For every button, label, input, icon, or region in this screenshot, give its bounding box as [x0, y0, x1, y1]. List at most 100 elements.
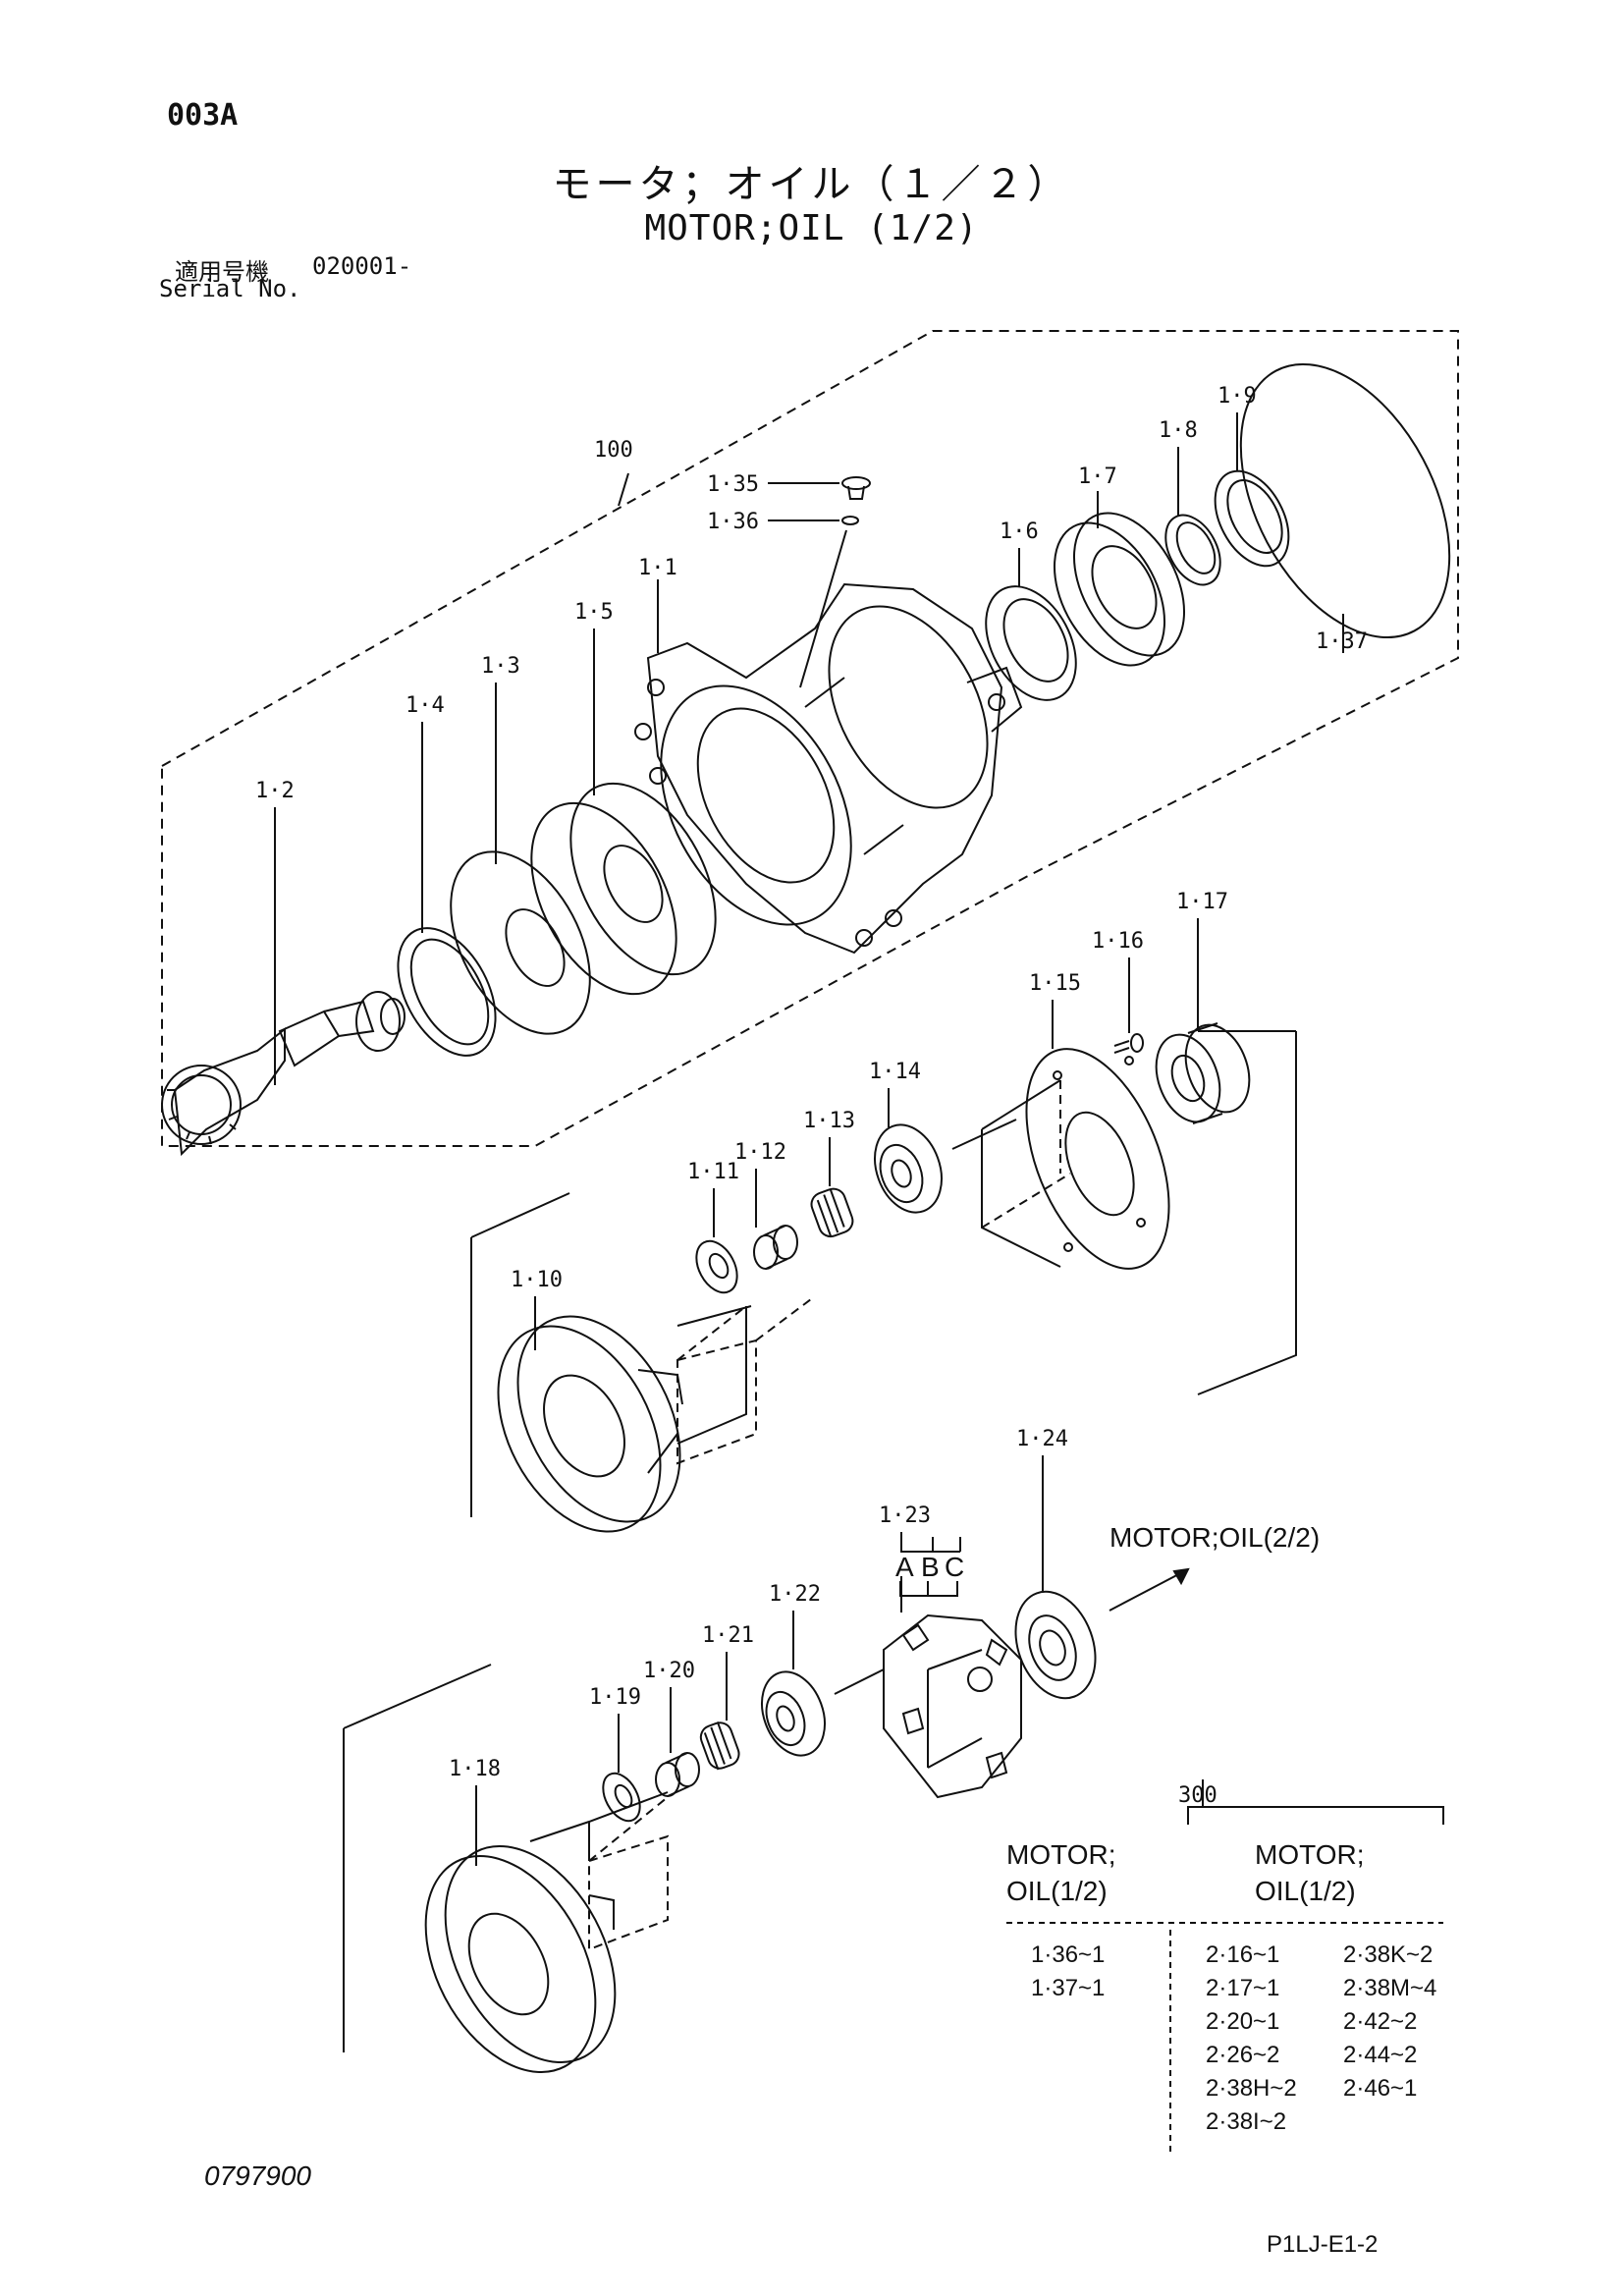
- document-number: 0797900: [204, 2160, 312, 2191]
- serial-label-english: Serial No.: [159, 275, 301, 302]
- part-label-1-16: 1·16: [1092, 929, 1144, 954]
- gear-1-17: [1155, 1022, 1251, 1124]
- kit-left-header-1: MOTOR;: [1006, 1839, 1115, 1870]
- lower-box-guide: [529, 1791, 669, 1861]
- leader-line: [618, 472, 629, 507]
- page-code: 003A: [167, 98, 239, 133]
- kit-left-header-2: OIL(1/2): [1006, 1876, 1108, 1906]
- needle-bearing-1-13: [810, 1187, 854, 1238]
- kit-table-bracket: [1187, 1806, 1444, 1825]
- carrier-1-18: [424, 1845, 617, 2073]
- plate-box-guide: [927, 1649, 983, 1769]
- kit-left-item: 1·36~1: [1031, 1941, 1105, 1968]
- part-label-1-13: 1·13: [803, 1109, 855, 1133]
- assembly-label-100: 100: [594, 438, 633, 463]
- part-label-1-6: 1·6: [1000, 519, 1039, 544]
- planet-gear-1-22: [761, 1670, 826, 1757]
- part-label-1-12: 1·12: [734, 1140, 786, 1165]
- kit-left-item: 1·37~1: [1031, 1975, 1105, 2001]
- kit-right-item: 2·38K~2: [1343, 1941, 1433, 1968]
- lower-assembly-outline: [343, 1664, 492, 2052]
- variant-bracket: [900, 1532, 961, 1613]
- bearing-1-7: [1053, 512, 1186, 667]
- drawing-code: P1LJ-E1-2: [1267, 2231, 1379, 2258]
- variant-label-a: A: [895, 1552, 914, 1582]
- part-label-1-15: 1·15: [1029, 971, 1081, 996]
- part-label-1-10: 1·10: [511, 1268, 563, 1292]
- carrier-box-guide: [676, 1295, 816, 1465]
- kit-right-item: 2·38M~4: [1343, 1975, 1436, 2001]
- part-label-1-17: 1·17: [1176, 890, 1228, 914]
- part-label-1-5: 1·5: [574, 600, 614, 625]
- o-ring-1-36: [841, 516, 859, 525]
- leader-line: [951, 1119, 1017, 1150]
- pinion-shaft-part: [161, 991, 406, 1157]
- serial-label-japanese: 適用号機: [175, 258, 269, 286]
- group-100-boundary: [161, 330, 1459, 1147]
- pin-1-20: [655, 1752, 700, 1797]
- continuation-arrow: [1109, 1567, 1190, 1612]
- carrier-assembly-outline: [470, 1031, 1297, 1517]
- kit-right-item: 2·16~1: [1206, 1941, 1279, 1968]
- part-label-1-7: 1·7: [1078, 465, 1117, 489]
- part-label-1-3: 1·3: [481, 654, 520, 679]
- part-label-1-4: 1·4: [406, 693, 445, 718]
- kit-right-header-1: MOTOR;: [1255, 1839, 1364, 1870]
- part-label-1-20: 1·20: [643, 1659, 695, 1683]
- part-label-1-23: 1·23: [879, 1503, 931, 1528]
- lower-box-guide: [588, 1796, 669, 1951]
- kit-right-item: 2·17~1: [1206, 1975, 1279, 2001]
- plate-1-23: [883, 1613, 1022, 1799]
- assembly-label-300: 300: [1178, 1783, 1217, 1808]
- variant-label-c: C: [945, 1552, 964, 1582]
- part-label-1-19: 1·19: [589, 1685, 641, 1710]
- gear-1-24: [1014, 1590, 1097, 1700]
- part-label-1-35: 1·35: [707, 472, 759, 497]
- leader-line: [834, 1668, 885, 1695]
- plate-1-3: [450, 850, 591, 1035]
- kit-right-item: 2·46~1: [1343, 2075, 1417, 2102]
- kit-right-header-2: OIL(1/2): [1255, 1876, 1356, 1906]
- snap-ring-1-8: [1164, 514, 1221, 586]
- carrier-box-guide: [676, 1305, 752, 1445]
- ring-1-9: [1214, 469, 1290, 568]
- part-label-1-2: 1·2: [255, 779, 295, 803]
- kit-right-item: 2·20~1: [1206, 2008, 1279, 2035]
- ring-1-4: [397, 927, 497, 1057]
- part-label-1-9: 1·9: [1217, 384, 1257, 409]
- washer-1-11: [695, 1239, 738, 1294]
- part-label-1-18: 1·18: [449, 1757, 501, 1781]
- disc-1-5: [530, 782, 717, 996]
- part-label-1-22: 1·22: [769, 1582, 821, 1607]
- variant-label-b: B: [921, 1552, 940, 1582]
- pin-1-12: [753, 1225, 798, 1270]
- motor-housing-part: [634, 582, 1023, 955]
- seal-1-6: [985, 585, 1077, 701]
- kit-right-item: 2·44~2: [1343, 2042, 1417, 2068]
- kit-right-item: 2·26~2: [1206, 2042, 1279, 2068]
- part-label-1-37: 1·37: [1316, 629, 1368, 654]
- title-japanese: モータ；オイル（１／２）: [552, 162, 1071, 207]
- planet-gear-1-14: [874, 1123, 943, 1214]
- kit-right-item: 2·42~2: [1343, 2008, 1417, 2035]
- part-label-1-24: 1·24: [1016, 1427, 1068, 1451]
- o-ring-1-37: [1239, 362, 1451, 639]
- part-label-1-14: 1·14: [869, 1060, 921, 1084]
- part-label-1-11: 1·11: [687, 1160, 739, 1184]
- continuation-reference: MOTOR;OIL(2/2): [1109, 1522, 1320, 1553]
- part-label-1-8: 1·8: [1159, 418, 1198, 443]
- carrier-1-10: [497, 1315, 683, 1533]
- leader-line: [799, 529, 847, 688]
- variant-bracket: [899, 1581, 958, 1597]
- side-plate-box-guide: [981, 1079, 1061, 1268]
- title-english: MOTOR;OIL (1/2): [644, 208, 979, 248]
- needle-bearing-1-21: [699, 1721, 740, 1771]
- part-label-1-1: 1·1: [638, 556, 677, 580]
- side-plate-box-guide: [981, 1080, 1071, 1229]
- bolt-1-16: [1113, 1033, 1144, 1054]
- plug-1-35: [841, 476, 871, 500]
- washer-1-19: [602, 1772, 641, 1823]
- kit-right-item: 2·38H~2: [1206, 2075, 1297, 2102]
- part-label-1-21: 1·21: [702, 1623, 754, 1648]
